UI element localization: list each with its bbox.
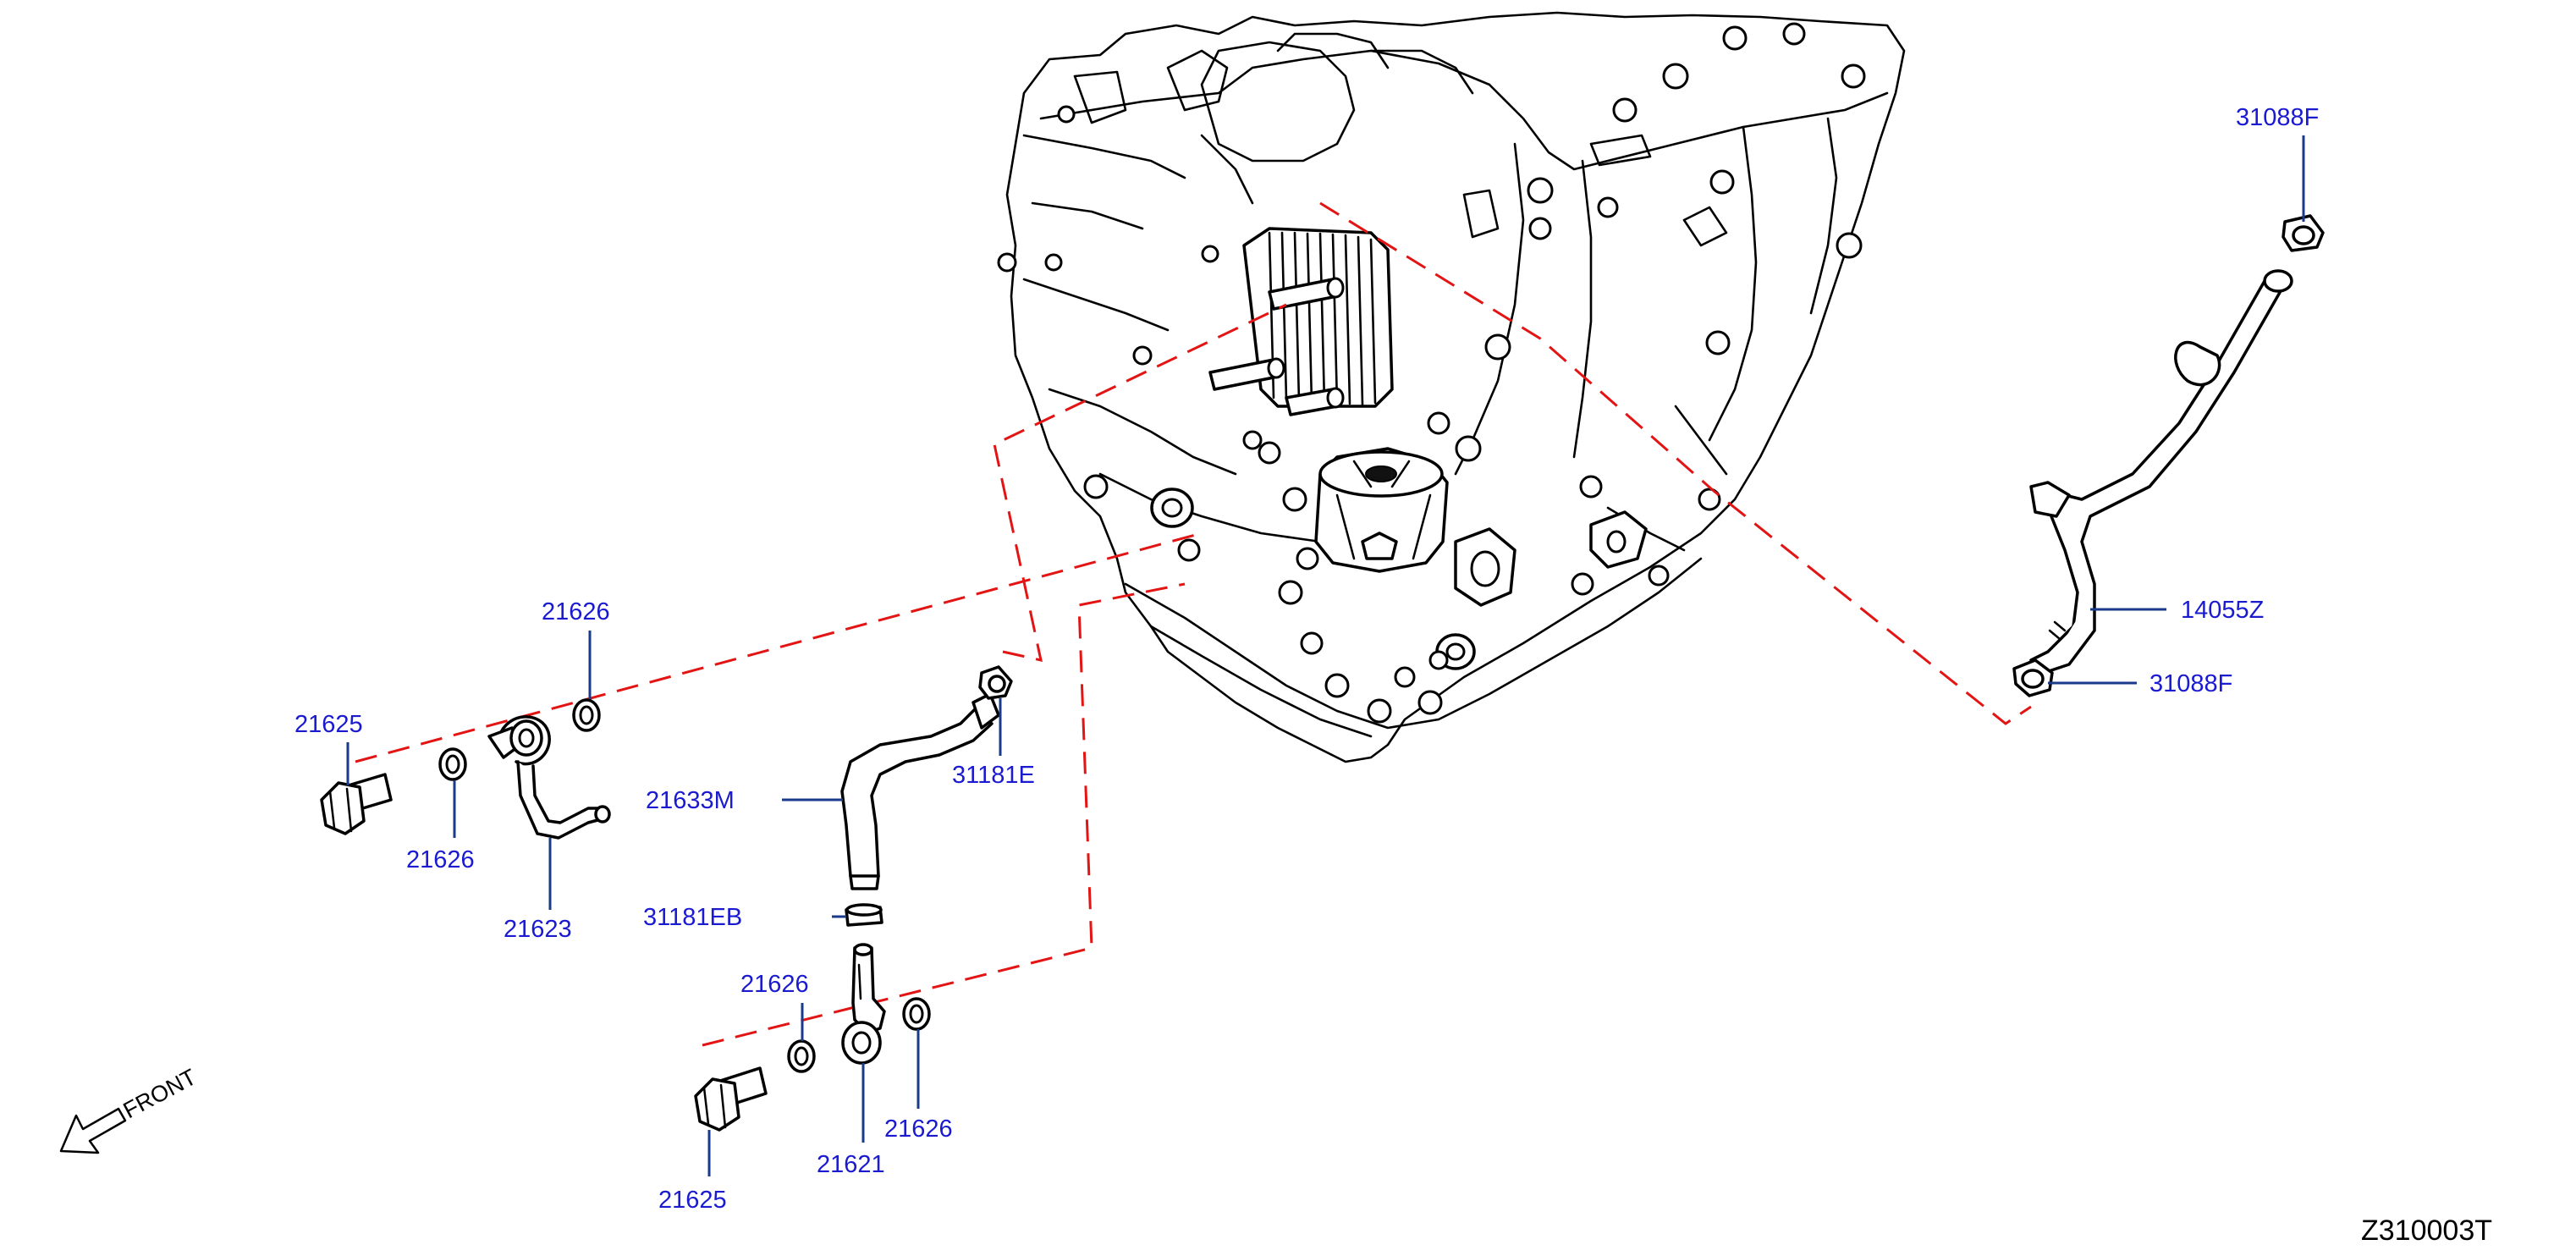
union-bolt-21625-upper <box>320 773 393 835</box>
oil-pipe-21623 <box>487 715 611 840</box>
callout-31088f-bottom: 31088F <box>2149 670 2232 697</box>
union-bolt-21625-lower <box>694 1066 768 1132</box>
callout-21626-lower-left: 21626 <box>740 971 809 998</box>
callout-21623: 21623 <box>504 916 572 943</box>
copper-washer-21626-upper-right <box>572 698 601 732</box>
hose-clamp-31181e <box>978 665 1013 700</box>
callout-21633m: 21633M <box>646 787 735 814</box>
hose-clamp-31181eb <box>845 903 883 927</box>
callout-31181eb: 31181EB <box>643 904 742 931</box>
oil-hose-21633m <box>840 692 1000 890</box>
callout-21626-mid: 21626 <box>406 846 475 873</box>
callout-14055z: 14055Z <box>2181 597 2264 624</box>
callout-labels: 31088F 14055Z 31088F 21626 21625 21626 2… <box>294 104 2319 1214</box>
hose-clamp-31088f-bottom <box>2012 658 2054 697</box>
callout-21625-upper: 21625 <box>294 711 363 738</box>
assembly-guide-lines <box>355 201 2032 1047</box>
copper-washer-21626-lower-right <box>902 997 931 1031</box>
callout-21621: 21621 <box>817 1151 885 1178</box>
front-direction-indicator: FRONT <box>59 1064 201 1154</box>
front-arrow-icon <box>59 1107 127 1154</box>
copper-washer-21626-upper-left <box>438 747 467 781</box>
callout-31088f-top: 31088F <box>2236 104 2319 131</box>
callout-31181e: 31181E <box>952 762 1035 789</box>
copper-washer-21626-lower-left <box>787 1039 816 1073</box>
hose-clamp-31088f-top <box>2282 214 2325 252</box>
coolant-hose-14055z <box>2029 269 2293 675</box>
callout-leaders <box>346 135 2305 1176</box>
oil-pipe-21621 <box>841 943 886 1065</box>
callout-21625-lower: 21625 <box>658 1187 727 1214</box>
callout-21626-upper: 21626 <box>542 598 610 625</box>
housing-bolts <box>997 22 1866 724</box>
callout-21626-lower-right: 21626 <box>884 1116 953 1143</box>
transaxle-assembly <box>997 11 1906 763</box>
diagram-id: Z310003T <box>2361 1215 2492 1247</box>
front-label: FRONT <box>119 1064 201 1123</box>
